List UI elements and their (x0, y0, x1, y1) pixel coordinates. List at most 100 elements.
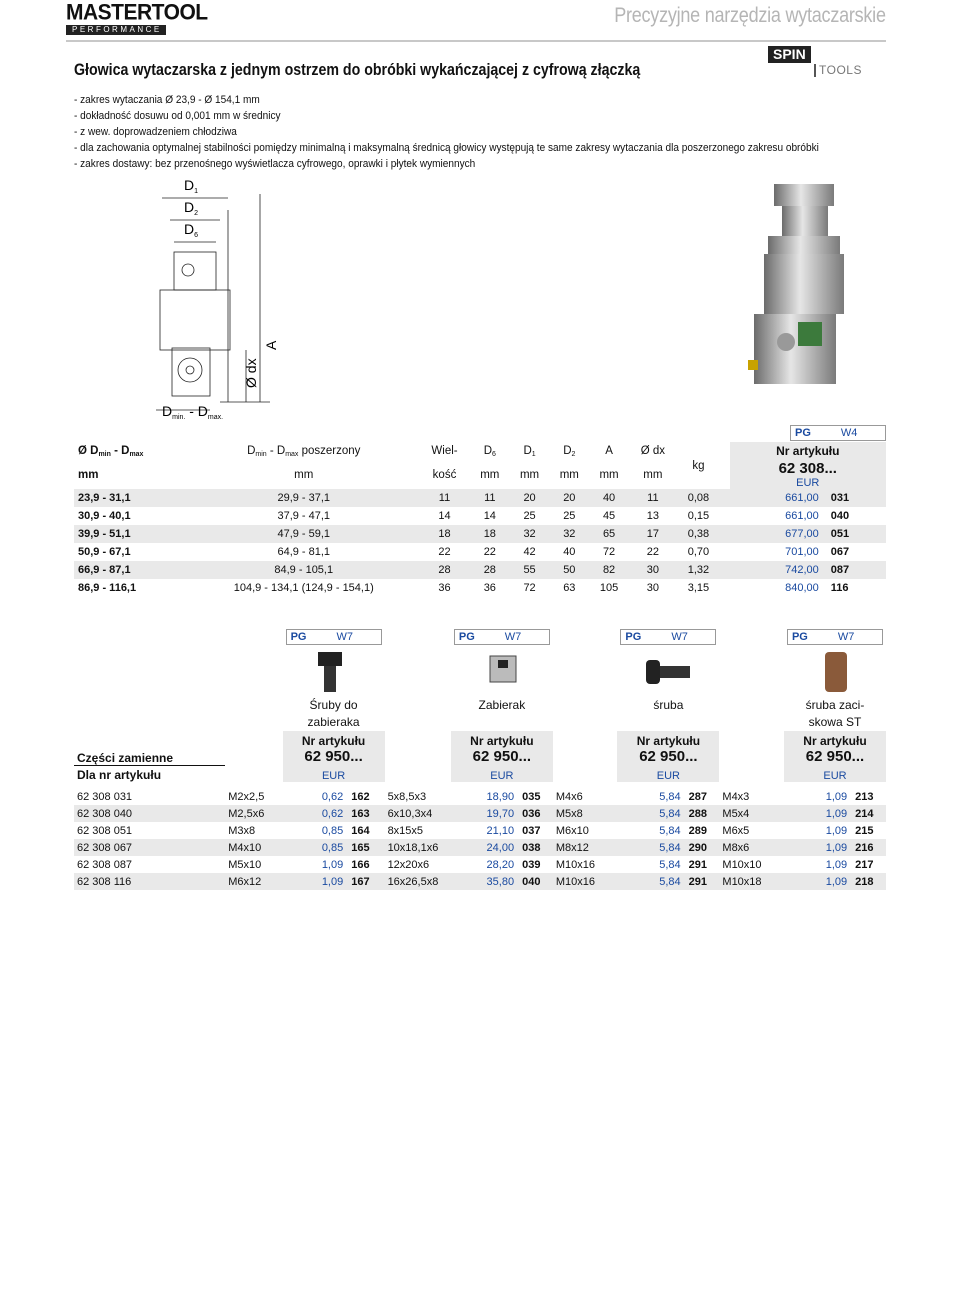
table-cell-s2: 16x26,5x8 (384, 873, 451, 890)
table-cell-s1: M2x2,5 (228, 790, 265, 803)
table-cell-kg: 0,08 (676, 489, 721, 507)
currency-label: EUR (796, 477, 820, 489)
table-cell-p4: 1,09 (783, 873, 852, 890)
table-cell-c3: 287 (688, 790, 707, 803)
tools-logo-text: TOOLS (814, 64, 862, 77)
table-cell-d1: 25 (523, 510, 536, 522)
table-cell-ext: 104,9 - 134,1 (124,9 - 154,1) (233, 582, 374, 594)
col-d2: D2 (563, 444, 576, 458)
feature-item: - zakres dostawy: bez przenośnego wyświe… (74, 158, 476, 170)
table-cell-p4: 1,09 (825, 858, 848, 871)
unit-mm: mm (643, 468, 663, 481)
spare-parts-label: Części zamienne (77, 750, 174, 765)
table-cell-d1: 72 (523, 582, 536, 594)
logo-text: MASTERTOOL (66, 0, 208, 25)
table-cell-p4: 1,09 (783, 805, 852, 822)
article-number-prefix: 62 308... (778, 460, 837, 477)
col-dx: Ø dx (640, 445, 665, 457)
col-kg: kg (692, 459, 705, 472)
table-cell-size: 22 (438, 546, 451, 558)
dx-label: Ø dx (243, 358, 259, 388)
col-d1: D1 (523, 444, 536, 458)
col-size-2: kość (432, 468, 457, 481)
unit-mm: mm (559, 468, 579, 481)
table-cell-c4: 213 (855, 790, 874, 803)
table-cell-d1: 32 (509, 525, 550, 543)
table-cell-c4: 218 (851, 873, 886, 890)
table-cell-range: 50,9 - 67,1 (78, 546, 131, 558)
table-cell-c1: 165 (347, 839, 385, 856)
table-cell-art: 62 308 067 (74, 839, 226, 856)
table-cell-s1: M6x12 (225, 873, 283, 890)
unit-mm: mm (480, 468, 500, 481)
table-cell-p2: 18,90 (486, 790, 515, 803)
table-cell-s3: M5x8 (552, 805, 618, 822)
table-cell-art: 62 308 051 (77, 824, 133, 837)
col-extended-range: Dmin - Dmax poszerzony (247, 444, 361, 458)
a-label: A (263, 340, 279, 350)
table-cell-s3: M10x16 (552, 873, 618, 890)
table-cell-size: 18 (419, 525, 470, 543)
table-cell-c2: 040 (518, 873, 553, 890)
table-cell-d6: 36 (483, 582, 496, 594)
table-cell-s1: M3x8 (228, 824, 256, 837)
feature-item: - zakres wytaczania Ø 23,9 - Ø 154,1 mm (74, 94, 260, 106)
table-cell-c3: 288 (684, 805, 720, 822)
currency-label: EUR (617, 765, 720, 782)
table-cell-s2: 5x8,5x3 (387, 790, 427, 803)
table-cell-c4: 215 (855, 824, 874, 837)
article-number-label: Nr artykułu (776, 444, 840, 458)
set-screw-image (824, 652, 847, 692)
table-cell-size: 11 (419, 489, 470, 507)
table-cell-c2: 038 (518, 839, 553, 856)
article-number-prefix: 62 950... (450, 748, 553, 765)
table-cell-p4: 1,09 (783, 839, 852, 856)
table-cell-art: 62 308 087 (77, 858, 133, 871)
table-cell-d6: 14 (483, 510, 496, 522)
table-cell-ext: 29,9 - 37,1 (188, 489, 420, 507)
table-cell-ext: 47,9 - 59,1 (188, 525, 420, 543)
table-cell-p1: 0,62 (321, 790, 344, 803)
article-number-label: Nr artykułu (282, 731, 385, 748)
table-cell-kg: 3,15 (687, 582, 710, 594)
for-article-label: Dla nr artykułu (74, 764, 226, 782)
table-cell-d2: 50 (549, 561, 590, 579)
col-a: A (605, 445, 613, 457)
part-name: Śruby do (309, 698, 358, 712)
table-cell-ext: 37,9 - 47,1 (277, 510, 331, 522)
table-cell-s2: 10x18,1x6 (384, 839, 451, 856)
currency-label: EUR (450, 765, 553, 782)
table-cell-c1: 162 (351, 790, 370, 803)
table-cell-s4: M10x10 (722, 858, 762, 871)
table-cell-c4: 217 (855, 858, 874, 871)
table-cell-size: 28 (419, 561, 470, 579)
table-cell-art: 62 308 116 (74, 873, 226, 890)
table-cell-code: 051 (824, 525, 886, 543)
table-cell-code: 087 (824, 561, 886, 579)
article-number-label: Nr artykułu (617, 731, 720, 748)
table-cell-p4: 1,09 (825, 824, 848, 837)
table-cell-s2: 8x15x5 (387, 824, 424, 837)
table-cell-p1: 0,85 (321, 824, 344, 837)
table-cell-dx: 13 (646, 510, 659, 522)
table-cell-p1: 0,85 (282, 839, 348, 856)
driver-block-image (489, 655, 517, 683)
article-number-prefix: 62 950... (783, 748, 886, 765)
table-cell-d1: 20 (509, 489, 550, 507)
table-cell-s2: 12x20x6 (387, 858, 430, 871)
table-cell-price: 677,00 (729, 525, 825, 543)
table-cell-s4: M6x5 (722, 824, 750, 837)
table-cell-art: 62 308 031 (77, 790, 133, 803)
col-size: Wiel- (431, 445, 458, 457)
table-cell-p1: 0,62 (282, 805, 348, 822)
table-cell-price: 701,00 (785, 546, 819, 558)
table-cell-a: 72 (602, 546, 616, 558)
table-cell-c4: 216 (851, 839, 886, 856)
logo-subtext: PERFORMANCE (66, 25, 166, 35)
article-number-prefix: 62 950... (282, 748, 385, 765)
table-cell-c3: 291 (688, 858, 707, 871)
